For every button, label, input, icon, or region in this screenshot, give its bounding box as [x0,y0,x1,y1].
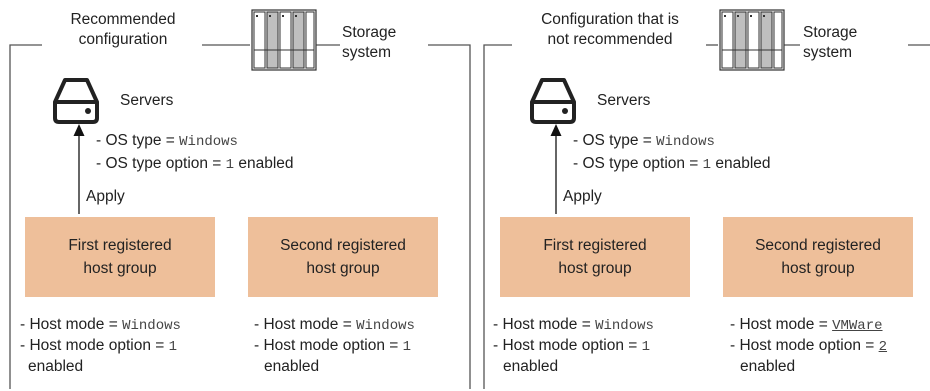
right-group2-settings: - Host mode = VMWare - Host mode option … [730,316,888,375]
left-os-option: - OS type option = 1 enabled [96,155,294,173]
server-drive-icon [530,78,576,124]
right-os-type: - OS type = Windows [573,132,715,150]
changed-host-mode-option-value: 2 [878,339,888,355]
right-storage-label: Storage system [803,24,858,61]
left-panel-frame [9,9,471,389]
left-group2-settings: - Host mode = Windows - Host mode option… [254,316,415,375]
left-title: Recommended configuration [70,11,176,48]
left-storage-label: Storage system [342,24,397,61]
right-apply-label: Apply [563,188,602,205]
left-apply-label: Apply [86,188,125,205]
right-group1-settings: - Host mode = Windows - Host mode option… [493,316,654,375]
right-title: Configuration that is not recommended [541,11,679,48]
left-group1-settings: - Host mode = Windows - Host mode option… [20,316,181,375]
storage-rack-icon [251,9,317,71]
left-servers-label: Servers [120,92,174,109]
right-panel-frame [483,9,930,389]
server-drive-icon [53,78,99,124]
changed-host-mode-value: VMWare [832,318,883,334]
storage-rack-icon [719,9,785,71]
left-os-type: - OS type = Windows [96,132,238,150]
right-servers-label: Servers [597,92,651,109]
right-os-option: - OS type option = 1 enabled [573,155,771,173]
